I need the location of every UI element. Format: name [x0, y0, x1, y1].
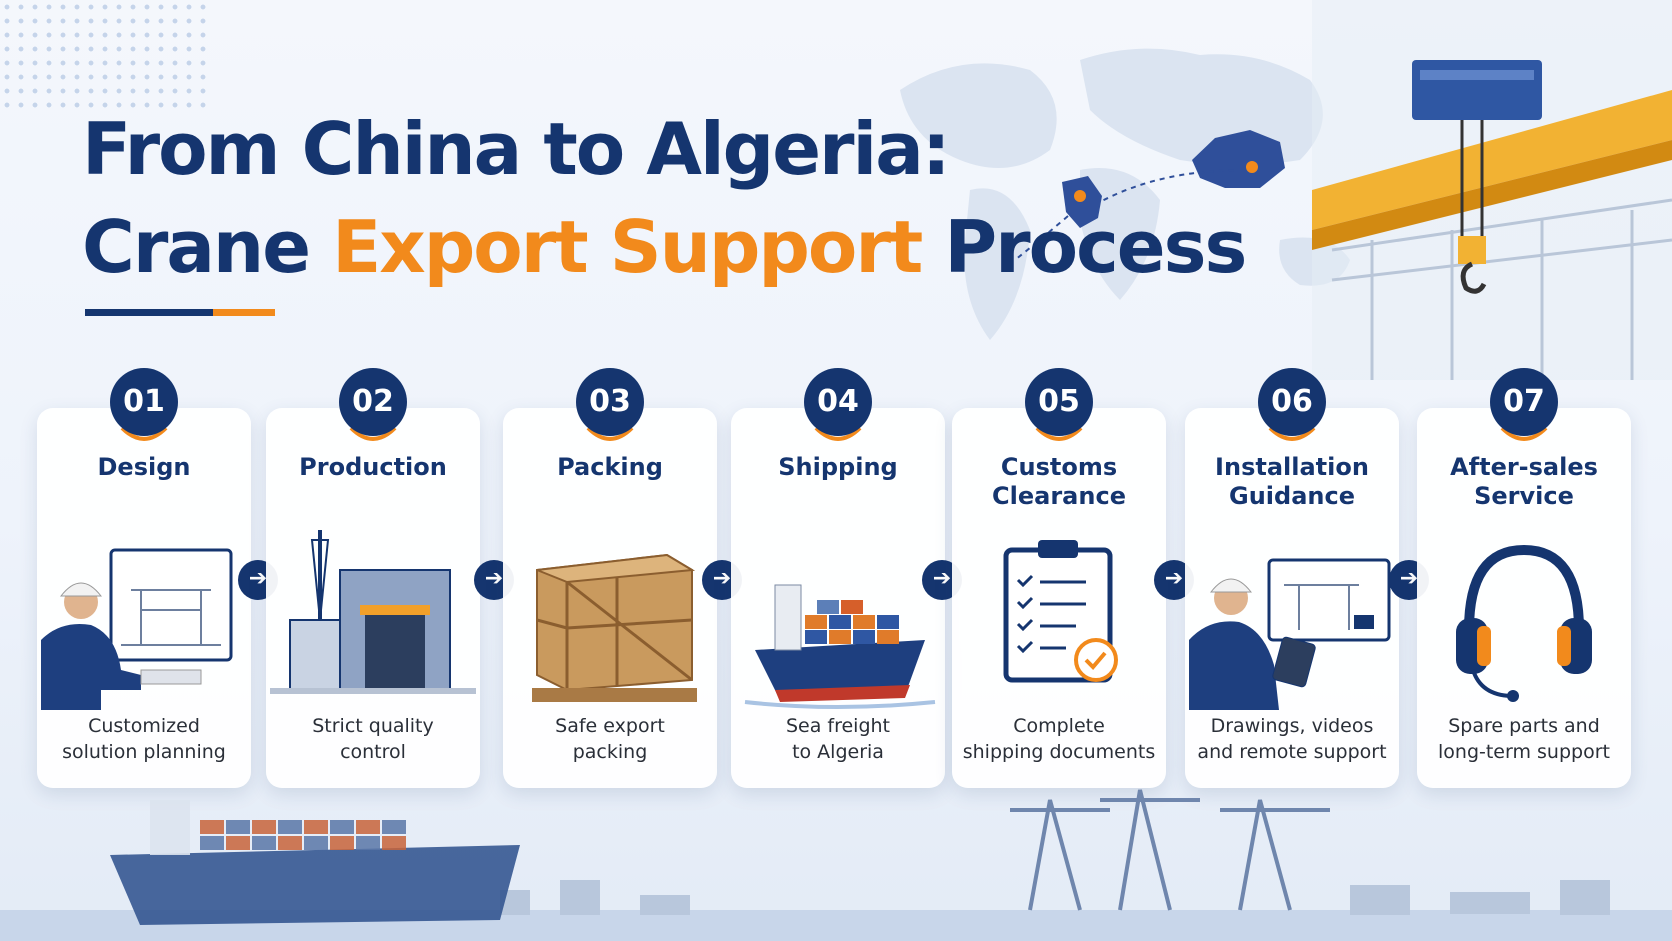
step-number-badge: 07	[1490, 368, 1558, 436]
step-title: After-sales Service	[1450, 453, 1598, 510]
port-scene-illustration	[0, 789, 1672, 941]
title-line-2-suffix: Process	[921, 205, 1247, 289]
step-card-customs: 05 Customs Clearance Complete shipping d…	[952, 368, 1166, 788]
container-ship-icon	[744, 584, 936, 709]
step-description: Spare parts and long-term support	[1438, 715, 1610, 763]
headset-icon	[1456, 544, 1592, 702]
step-title: Design	[97, 453, 191, 481]
step-card-after-sales: 07 After-sales Service Spare parts and l…	[1417, 368, 1631, 788]
step-number-badge: 03	[576, 368, 644, 436]
step-number-badge: 02	[339, 368, 407, 436]
step-description: Drawings, videos and remote support	[1197, 715, 1387, 763]
clipboard-checklist-icon	[1003, 540, 1118, 683]
title-line-2-accent: Export Support	[332, 205, 923, 289]
wooden-crate-icon	[532, 553, 697, 702]
overhead-crane-illustration	[1312, 0, 1672, 380]
step-description: Complete shipping documents	[962, 715, 1156, 763]
step-card-production: 02 Production Strict quality control	[266, 368, 480, 788]
step-number-badge: 06	[1258, 368, 1326, 436]
step-title: Production	[299, 453, 447, 481]
step-card-packing: 03 Packing Safe export packing	[503, 368, 717, 788]
step-title: Customs Clearance	[992, 453, 1126, 510]
step-number-badge: 01	[110, 368, 178, 436]
step-card-shipping: 04 Shipping Sea freight to Algeria	[731, 368, 945, 788]
title-line-1: From China to Algeria:	[82, 107, 951, 191]
step-number-badge: 05	[1025, 368, 1093, 436]
step-description: Customized solution planning	[62, 715, 226, 763]
title-line-2-prefix: Crane	[82, 205, 333, 289]
engineer-drafting-icon	[41, 548, 233, 710]
page-title: From China to Algeria: Crane Export Supp…	[82, 100, 1247, 296]
step-title: Packing	[557, 453, 663, 481]
step-description: Sea freight to Algeria	[785, 715, 891, 763]
engineer-tablet-icon	[1189, 558, 1391, 710]
step-card-design: 01 Design Customized solution planning	[37, 368, 251, 788]
factory-icon	[270, 530, 476, 694]
step-number-badge: 04	[804, 368, 872, 436]
dot-pattern	[0, 0, 210, 110]
step-card-installation: 06 Installation Guidance Drawings, video…	[1185, 368, 1399, 788]
title-underline	[85, 309, 275, 316]
step-title: Installation Guidance	[1215, 453, 1369, 510]
step-description: Strict quality control	[312, 715, 434, 763]
world-map-route	[900, 48, 1350, 340]
step-title: Shipping	[778, 453, 898, 481]
step-description: Safe export packing	[555, 715, 665, 763]
